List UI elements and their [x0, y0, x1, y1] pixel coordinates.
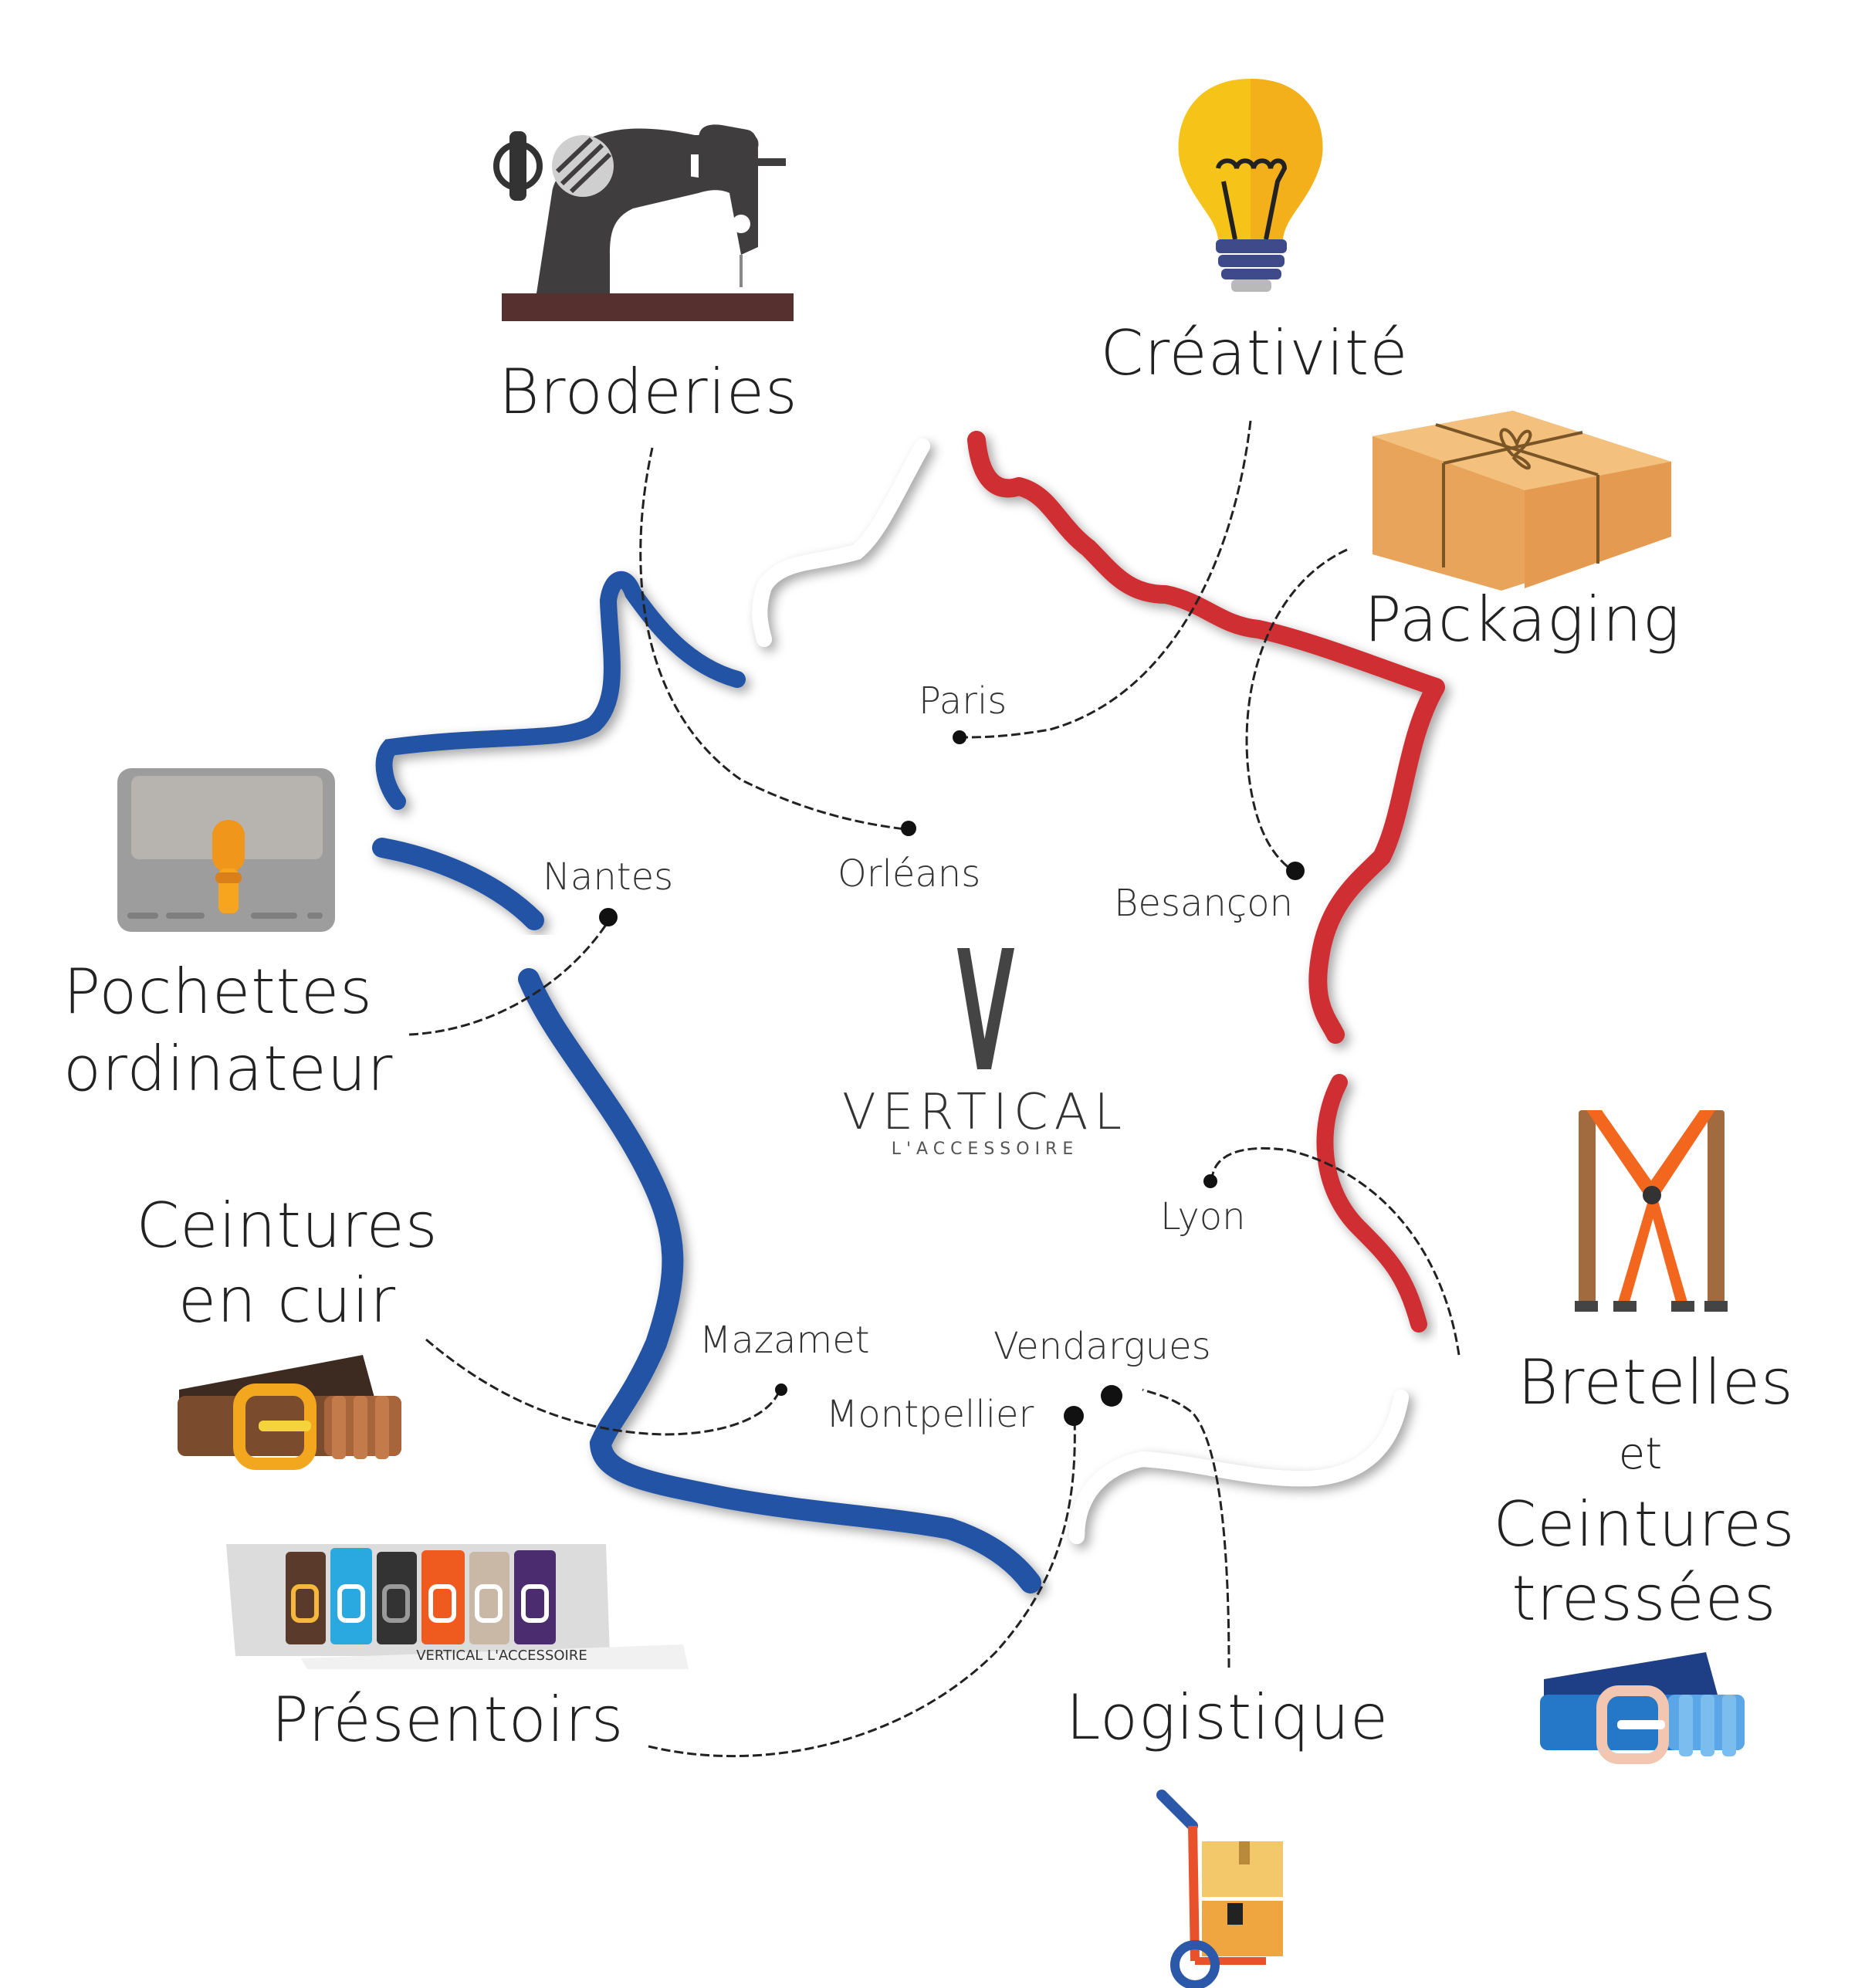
category-bretelles: Bretelles et Ceintures tressées — [1493, 1110, 1795, 1764]
dot-vendargues — [1101, 1385, 1122, 1407]
border-north-east — [967, 431, 1445, 1044]
connector-bretelles-lyon — [1210, 1146, 1461, 1356]
coast-channel — [752, 439, 930, 647]
connectors — [408, 420, 1461, 1758]
city-paris: Paris — [919, 679, 1007, 723]
dot-nantes — [599, 908, 618, 926]
dot-paris — [953, 730, 966, 744]
coast-north-west — [375, 571, 746, 810]
brand-logo: VERTICAL L'ACCESSOIRE — [842, 948, 1128, 1159]
display-sign-text: VERTICAL L'ACCESSOIRE — [416, 1648, 587, 1664]
brand-tagline: L'ACCESSOIRE — [892, 1140, 1079, 1159]
category-creativite: Créativité — [1101, 79, 1409, 389]
label-pochettes-line1: Pochettes — [63, 956, 373, 1028]
coast-atlantic — [518, 968, 1041, 1593]
brand-name: VERTICAL — [842, 1084, 1128, 1141]
dot-besancon — [1286, 862, 1305, 880]
label-presentoirs: Présentoirs — [272, 1684, 624, 1756]
label-creativite: Créativité — [1101, 317, 1409, 389]
light-bulb-icon — [1178, 79, 1323, 292]
category-packaging: Packaging — [1364, 411, 1681, 655]
city-orleans: Orléans — [838, 852, 980, 896]
france-outline — [372, 431, 1445, 1593]
border-alps — [1316, 1074, 1427, 1333]
category-logistique: Logistique — [1066, 1682, 1389, 1988]
connector-pochettes-nantes — [408, 918, 611, 1036]
connector-packaging-besancon — [1245, 548, 1348, 872]
brand-monogram-icon — [957, 948, 1014, 1069]
label-bretelles-line2: et — [1619, 1429, 1662, 1479]
coast-mediterranean — [1069, 1390, 1409, 1544]
hand-truck-icon — [1156, 1790, 1283, 1988]
city-mazamet: Mazamet — [699, 1319, 870, 1362]
connector-logistique-vendargues — [1142, 1388, 1230, 1668]
label-logistique: Logistique — [1066, 1682, 1389, 1753]
laptop-sleeve-icon — [117, 768, 335, 932]
connector-presentoirs-montpellier — [648, 1416, 1076, 1758]
display-stand-icon — [226, 1544, 689, 1669]
category-pochettes: Pochettes ordinateur — [63, 768, 393, 1105]
gift-box-icon — [1373, 411, 1671, 591]
label-bretelles-line3: Ceintures — [1493, 1488, 1795, 1560]
label-broderies: Broderies — [499, 356, 797, 428]
label-pochettes-line2: ordinateur — [63, 1033, 393, 1105]
label-ceintures-line1: Ceintures — [136, 1190, 438, 1262]
dot-lyon — [1203, 1174, 1217, 1188]
connector-ceintures-mazamet — [425, 1338, 781, 1436]
connector-broderies-orleans — [639, 447, 912, 831]
city-labels: Paris Orléans Nantes Besançon Lyon Mazam… — [543, 679, 1293, 1436]
category-presentoirs: VERTICAL L'ACCESSOIRE Présentoirs — [226, 1544, 689, 1756]
city-vendargues: Vendargues — [993, 1325, 1211, 1368]
label-bretelles-line1: Bretelles — [1518, 1346, 1794, 1418]
label-packaging: Packaging — [1364, 584, 1681, 655]
suspenders-icon — [1575, 1110, 1728, 1312]
dot-montpellier — [1064, 1406, 1084, 1426]
connector-creativite-paris — [960, 420, 1252, 739]
category-broderies: Broderies — [493, 124, 797, 428]
label-bretelles-line4: tressées — [1511, 1563, 1776, 1634]
city-montpellier: Montpellier — [826, 1393, 1034, 1436]
city-nantes: Nantes — [543, 855, 673, 899]
label-ceintures-line2: en cuir — [178, 1265, 396, 1336]
braided-belt-icon — [1540, 1652, 1745, 1764]
city-besancon: Besançon — [1114, 882, 1293, 925]
leather-belt-icon — [178, 1355, 401, 1470]
dot-orleans — [901, 821, 916, 836]
coast-loire — [372, 838, 544, 930]
sewing-machine-icon — [493, 124, 794, 321]
dot-mazamet — [775, 1383, 787, 1396]
city-lyon: Lyon — [1160, 1195, 1246, 1238]
category-ceintures-cuir: Ceintures en cuir — [136, 1190, 438, 1470]
